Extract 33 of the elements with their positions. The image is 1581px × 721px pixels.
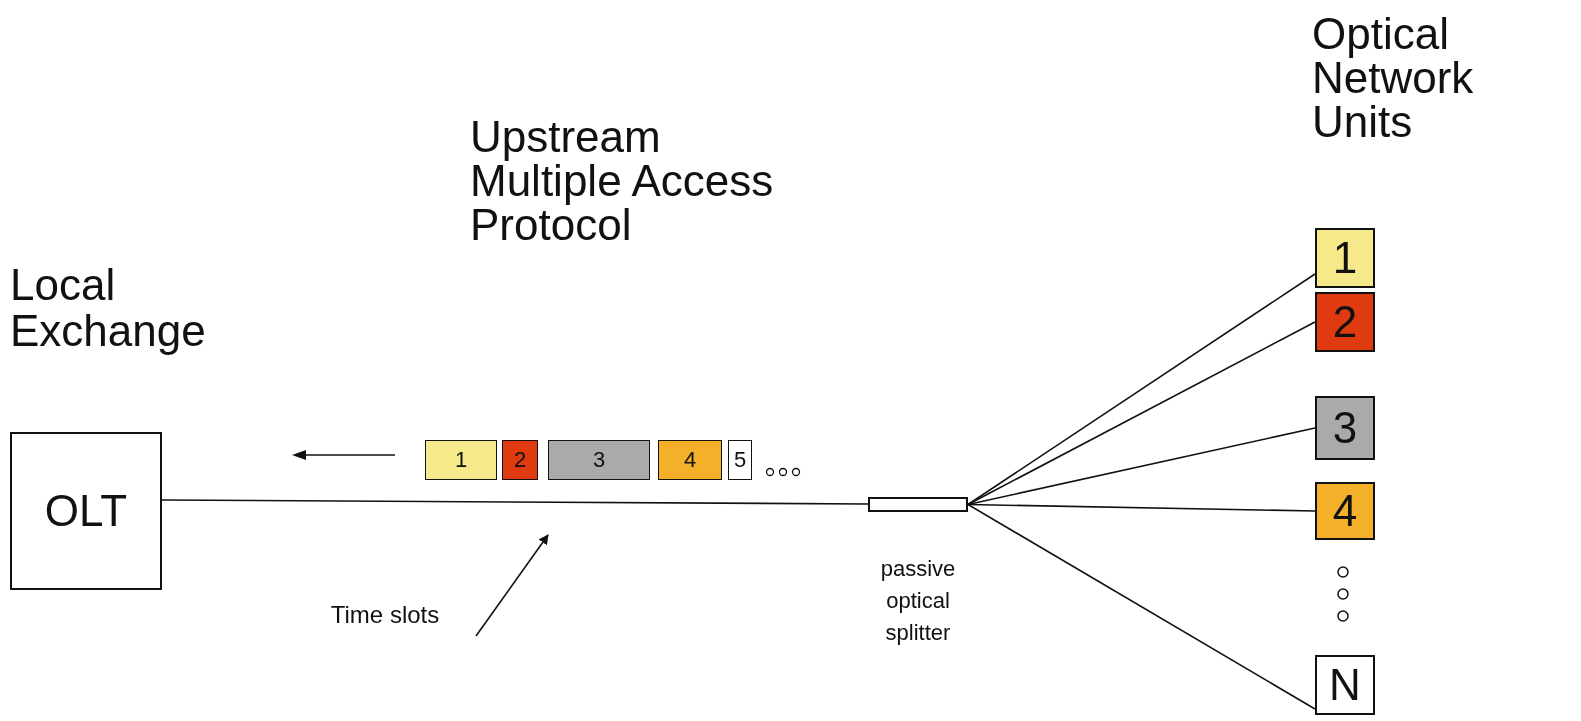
leader-text: Time slots xyxy=(300,600,470,630)
time-slot xyxy=(728,440,752,480)
caption-text: passive optical splitter xyxy=(879,555,957,647)
time-slot xyxy=(502,440,538,480)
time-slot xyxy=(425,440,497,480)
heading-text: Optical Network Units xyxy=(1312,12,1475,144)
fiber-line xyxy=(967,321,1316,506)
slot-number: 1 xyxy=(454,449,468,471)
leader-line xyxy=(475,534,549,637)
time-slot xyxy=(548,440,650,480)
unit-number: 3 xyxy=(1332,406,1358,450)
network-unit-box xyxy=(1315,292,1375,352)
network-unit-box xyxy=(1315,228,1375,288)
slot-number: 5 xyxy=(733,449,747,471)
unit-number: 4 xyxy=(1332,489,1358,533)
slot-number: OLT xyxy=(44,489,128,533)
heading-text: Upstream Multiple Access Protocol xyxy=(470,115,775,247)
fiber-line xyxy=(161,499,869,505)
unit-number: 2 xyxy=(1332,300,1358,344)
network-unit-box xyxy=(1315,396,1375,460)
terminal-box xyxy=(10,432,162,590)
slot-number: 3 xyxy=(592,449,606,471)
fiber-line xyxy=(967,503,1316,710)
fiber-line xyxy=(967,503,1316,512)
slot-number: 4 xyxy=(683,449,697,471)
network-unit-box xyxy=(1315,655,1375,715)
unit-number: 1 xyxy=(1332,236,1358,280)
slot-number: 2 xyxy=(513,449,527,471)
time-slot xyxy=(658,440,722,480)
network-unit-box xyxy=(1315,482,1375,540)
unit-number: N xyxy=(1329,663,1361,707)
splitter-box xyxy=(868,497,968,512)
heading-text: Local Exchange xyxy=(10,262,207,355)
